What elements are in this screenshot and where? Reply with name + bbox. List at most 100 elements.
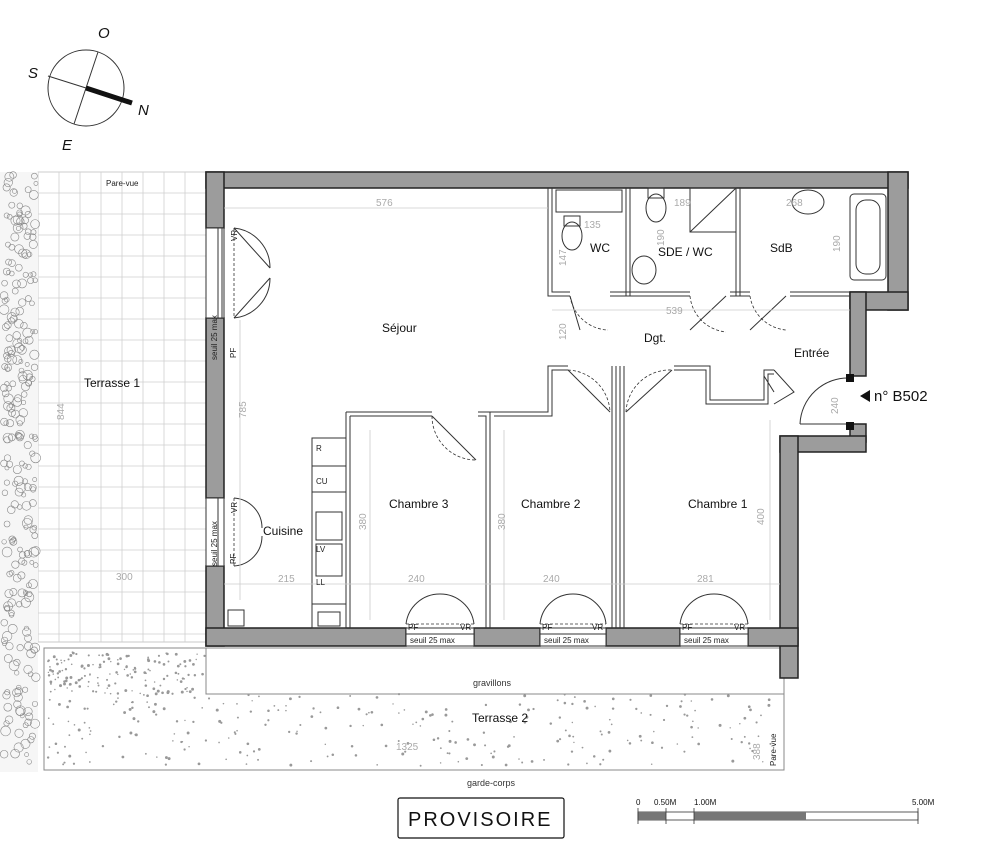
gravel-dot [176,679,179,681]
gravel-dot [731,759,735,763]
hedge-leaf [4,589,14,598]
gravel-dot [767,703,771,707]
dim-135: 135 [584,220,601,231]
hedge-leaf [4,321,12,329]
gravel-dot [64,745,66,748]
gravel-dot [67,720,70,723]
hedge-leaf [12,480,19,487]
dim-388: 388 [752,743,763,760]
gravel-dot [68,684,71,686]
hedge-leaf [1,539,7,545]
gravel-dot [195,658,197,661]
hedge-leaf [16,202,23,209]
gravel-dot [180,740,183,744]
gravel-dot [147,656,150,659]
dim-240-vertical: 240 [830,397,841,414]
gravel-dot [106,687,109,689]
gravel-dot [158,661,161,664]
hedge-leaf [30,452,41,464]
gravel-dot [748,742,751,745]
gravel-dot [62,763,65,766]
gravel-dot [187,673,190,677]
apartment-marker: n° B502 [860,388,928,405]
dim-120: 120 [558,323,569,340]
gravel-dot [251,700,253,702]
gravel-dot [592,755,596,758]
hedge-leaf [0,383,9,393]
gravel-dot [83,667,86,670]
gravel-dot [83,674,86,677]
gravel-dot [473,743,476,747]
gravel-dot [412,723,414,725]
hedge-leaf [15,482,27,493]
gravel-dot [233,731,236,734]
hedge-leaf [19,345,25,351]
gravel-dot [749,747,751,750]
hedge-leaf [24,752,29,757]
hedge-leaf [23,441,32,450]
hedge-leaf [19,713,25,719]
hedge-leaf [23,707,33,716]
gravel-dot [144,752,147,755]
gravel-dot [127,654,130,658]
gravel-dot [64,679,68,683]
seuil-bottom-1: seuil 25 max [410,636,455,645]
gravel-dot [162,677,166,681]
seuil-left-1: seuil 25 max [210,315,219,360]
bathtub [849,193,887,281]
hedge-leaf [32,562,39,568]
gravel-dot [556,739,560,743]
sde-sink [631,255,657,285]
gravel-dot [60,659,62,662]
hedge-leaf [11,409,20,419]
gravel-dot [57,702,61,706]
scale-bar: 0 0.50M 1.00M 5.00M [636,798,935,824]
gravel-dot [676,743,679,745]
dim-844: 844 [56,403,67,420]
hedge-leaf [15,415,26,425]
wall-entry-upper [849,291,867,377]
doors [205,227,854,647]
hedge-leaf [13,342,25,354]
gravel-dot [145,672,147,675]
gravel-dot [130,676,134,679]
gravel-dot [86,707,89,710]
hedge-leaf [3,520,11,528]
gravel-dot [683,693,687,696]
gravel-dot [180,690,184,694]
room-cuisine: Cuisine [263,524,303,538]
hedge-leaf [24,295,32,302]
gravel-dot [197,762,201,766]
hedge-leaf [22,627,32,637]
gravel-dot [192,720,195,724]
gravel-dot [146,694,149,698]
gravel-dot [384,744,388,748]
gravel-dot [509,720,512,724]
gravel-dot [694,709,696,712]
hedge-leaf [7,505,16,514]
gravel-dot [247,693,250,697]
hedge-leaf [31,532,39,539]
hedge-leaf [5,334,14,342]
gravel-dot [215,708,219,712]
wc-toilet [561,221,583,251]
gravel-dot [218,719,222,723]
hedge-leaf [3,212,10,219]
hedge-leaf [24,592,35,603]
gravel-dot [64,668,68,671]
hedge-leaf [7,598,16,607]
terrasse-1-tiles [37,171,207,642]
gravel-dot [679,705,682,708]
gravel-dot [52,655,56,659]
hedge-texture [0,171,41,765]
gravel-dot [507,744,511,748]
gravel-dot [245,763,248,765]
room-wc: WC [590,241,610,255]
gravel-dot [56,751,59,754]
hedge-leaf [21,559,28,566]
hedge-leaf [9,380,17,388]
compass: S O N E [28,25,149,154]
hedge-leaf [5,460,14,468]
gravel-dot [179,663,182,666]
gravel-dot [490,752,493,755]
